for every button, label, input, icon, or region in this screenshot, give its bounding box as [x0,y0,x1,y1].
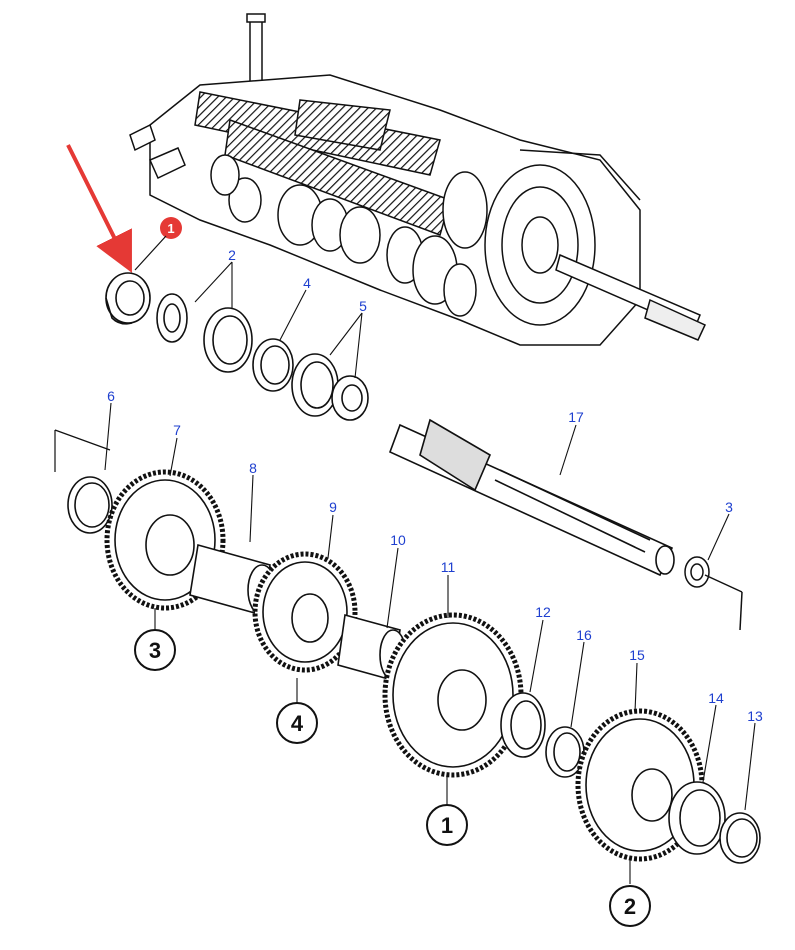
callout-4: 4 [303,275,311,291]
callout-10: 10 [390,532,406,548]
callout-14: 14 [708,690,724,706]
needle-bearing-3 [684,556,743,631]
gear-number-badges [134,629,651,927]
pointer-arrow [66,144,132,273]
callout-labels: 2 4 5 6 7 8 9 10 11 12 16 15 14 13 17 3 [107,247,763,724]
callout-13: 13 [747,708,763,724]
callout-6: 6 [107,388,115,404]
gear-label-2: 2 [624,894,636,919]
callout-9: 9 [329,499,337,515]
callout-8: 8 [249,460,257,476]
gear-label-1: 1 [441,813,453,838]
front-bearings [105,272,369,421]
callout-11: 11 [441,559,456,575]
leader-lines [104,261,756,884]
callout-17: 17 [568,409,584,425]
gearbox-assembly [129,13,706,346]
callout-16: 16 [576,627,592,643]
highlight-badge [160,217,182,239]
shaft-17 [388,418,675,577]
callout-5: 5 [359,298,367,314]
callout-3: 3 [725,499,733,515]
callout-2: 2 [228,247,236,263]
gear-row [67,469,761,864]
callout-7: 7 [173,422,181,438]
highlight-badge-text: 1 [167,221,174,236]
callout-15: 15 [629,647,645,663]
gear-label-4: 4 [291,711,304,736]
gear-label-3: 3 [149,638,161,663]
callout-12: 12 [535,604,551,620]
